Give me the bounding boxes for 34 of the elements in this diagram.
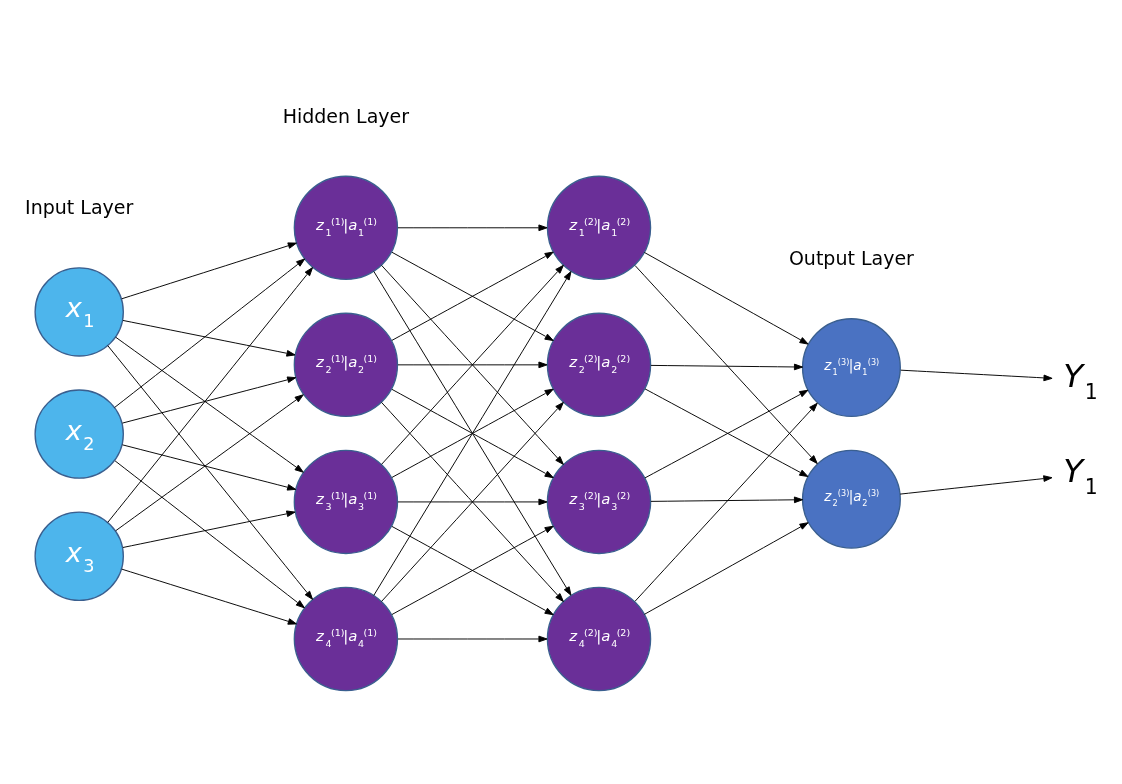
node-circle: x$_{3}$ <box>34 511 124 601</box>
arrow <box>650 363 804 371</box>
arrow <box>121 242 297 300</box>
arrow <box>397 635 548 643</box>
arrow <box>121 568 297 625</box>
node-text: Y$_{1}$ <box>1063 451 1098 499</box>
arrow <box>397 224 548 232</box>
arrow <box>381 264 564 465</box>
arrow <box>643 522 809 615</box>
arrow <box>115 394 304 532</box>
arrow <box>121 444 297 491</box>
arrow <box>650 496 804 504</box>
arrow <box>899 475 1053 495</box>
arrow <box>643 252 809 345</box>
arrow <box>121 376 297 424</box>
node-circle: x$_{1}$ <box>34 267 124 357</box>
arrow <box>107 345 313 600</box>
arrow <box>634 265 818 464</box>
arrow <box>122 510 296 548</box>
arrow <box>122 319 296 357</box>
label: Input Layer <box>25 195 134 218</box>
arrow <box>634 402 818 602</box>
label: Hidden Layer <box>282 104 410 127</box>
arrow <box>900 369 1053 382</box>
arrow <box>397 498 548 506</box>
arrow <box>114 460 305 609</box>
arrow <box>115 336 304 473</box>
node-text: Y$_{1}$ <box>1063 356 1098 404</box>
label: Output Layer <box>788 247 914 270</box>
arrow <box>107 267 313 523</box>
arrow <box>381 401 564 602</box>
arrow <box>397 361 548 369</box>
arrow <box>114 258 306 408</box>
node-circle: x$_{2}$ <box>34 389 124 479</box>
